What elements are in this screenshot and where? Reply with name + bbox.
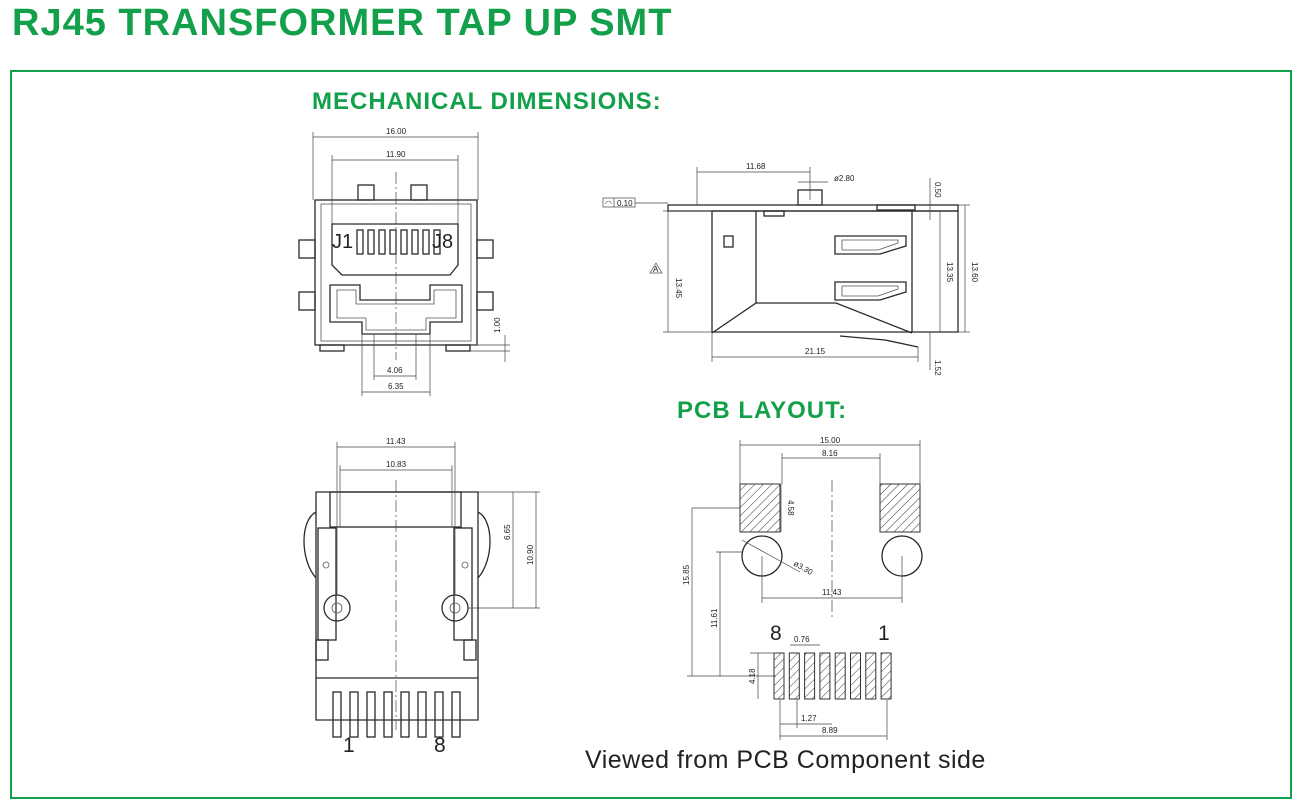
dim-side-depth: 11.68 <box>746 162 766 171</box>
pcb-layout-heading: PCB LAYOUT: <box>677 397 848 424</box>
dim-side-top-offset: 0.50 <box>933 182 942 198</box>
pcb-pin-right: 1 <box>878 622 890 645</box>
pcb-pin-pad <box>834 652 846 700</box>
bottom-pins <box>332 691 461 738</box>
pcb-pin-pad <box>788 652 800 700</box>
front-contact <box>411 229 419 255</box>
dim-pcb-pin-length: 4.18 <box>748 668 757 684</box>
dim-pcb-pin-width: 0.76 <box>794 635 810 644</box>
bottom-pin-first: 1 <box>343 734 355 757</box>
front-view: 16.00 11.90 4.06 6.35 1.00 J1 J8 <box>298 127 510 396</box>
pcb-pin-pad <box>819 652 831 700</box>
dim-bottom-inner-width: 10.83 <box>386 460 407 469</box>
pcb-pin-pad <box>850 652 861 700</box>
dim-side-height-c: 13.60 <box>970 262 979 283</box>
dim-pcb-pad-height: 4.58 <box>786 500 795 516</box>
bottom-pin <box>383 691 393 738</box>
bottom-view: 11.43 10.83 6.65 10.90 1 8 <box>303 437 540 757</box>
dim-pcb-hole-dia: ø3.30 <box>792 559 815 577</box>
front-contact <box>422 229 430 255</box>
datum-label: A <box>653 265 659 274</box>
pcb-pin-left: 8 <box>770 622 782 645</box>
bottom-pin <box>400 691 410 738</box>
dim-pcb-pad-outer: 15.00 <box>820 436 841 445</box>
dim-side-post-dia: ø2.80 <box>834 174 855 183</box>
bottom-pin <box>451 691 461 738</box>
pcb-pin-pad <box>880 652 892 700</box>
dim-front-standoff: 1.00 <box>493 317 502 333</box>
dim-front-bottom: 6.35 <box>388 382 404 391</box>
page-title: RJ45 TRANSFORMER TAP UP SMT <box>12 2 673 44</box>
drawing-frame <box>10 70 1292 799</box>
front-contact <box>400 229 408 255</box>
bottom-pin <box>366 691 376 738</box>
dim-bottom-top-height: 10.90 <box>526 544 535 565</box>
dim-pcb-pad-inner: 8.16 <box>822 449 838 458</box>
dim-front-opening: 11.90 <box>386 150 406 159</box>
dim-side-height-b: 13.35 <box>945 262 954 283</box>
front-contact <box>389 229 397 255</box>
dim-pcb-hole-to-pin: 11.61 <box>710 608 719 628</box>
dim-side-tab: 1.52 <box>933 360 942 376</box>
pin-label-j8: J8 <box>432 231 453 253</box>
dim-pcb-pin-span: 8.89 <box>822 726 838 735</box>
front-contact <box>356 229 364 255</box>
side-view: 11.68 ø2.80 ◠ 0.10 A 13.45 13.35 13.60 0… <box>602 162 979 376</box>
flatness-symbol: ◠ <box>605 199 612 208</box>
front-contacts <box>356 229 441 255</box>
bottom-pin <box>434 691 444 738</box>
pin-label-j1: J1 <box>332 231 353 253</box>
pcb-pins <box>773 652 892 700</box>
flatness-value: 0.10 <box>617 199 633 208</box>
dim-bottom-post-offset: 6.65 <box>503 524 512 540</box>
front-contact <box>433 229 441 255</box>
front-contact <box>367 229 375 255</box>
dim-pcb-total-height: 15.85 <box>682 564 691 585</box>
dim-pcb-hole-spacing: 11.43 <box>822 588 842 597</box>
view-caption: Viewed from PCB Component side <box>585 746 986 774</box>
front-contact <box>378 229 386 255</box>
bottom-pin <box>332 691 342 738</box>
mechanical-dimensions-heading: MECHANICAL DIMENSIONS: <box>312 88 662 115</box>
dim-front-key: 4.06 <box>387 366 403 375</box>
dim-bottom-post-spacing: 11.43 <box>386 437 406 446</box>
bottom-pin-last: 8 <box>434 734 446 757</box>
pcb-pin-pad <box>804 652 816 700</box>
bottom-pin <box>349 691 359 738</box>
dim-side-height-a: 13.45 <box>674 278 683 299</box>
pcb-layout: 15.00 8.16 4.58 ø3.30 11.43 15.85 11.61 … <box>682 436 923 740</box>
dim-front-width: 16.00 <box>386 127 407 136</box>
bottom-pin <box>417 691 427 738</box>
dim-side-length: 21.15 <box>805 347 826 356</box>
pcb-pin-pad <box>865 652 877 700</box>
dim-pcb-pin-pitch: 1.27 <box>801 714 817 723</box>
